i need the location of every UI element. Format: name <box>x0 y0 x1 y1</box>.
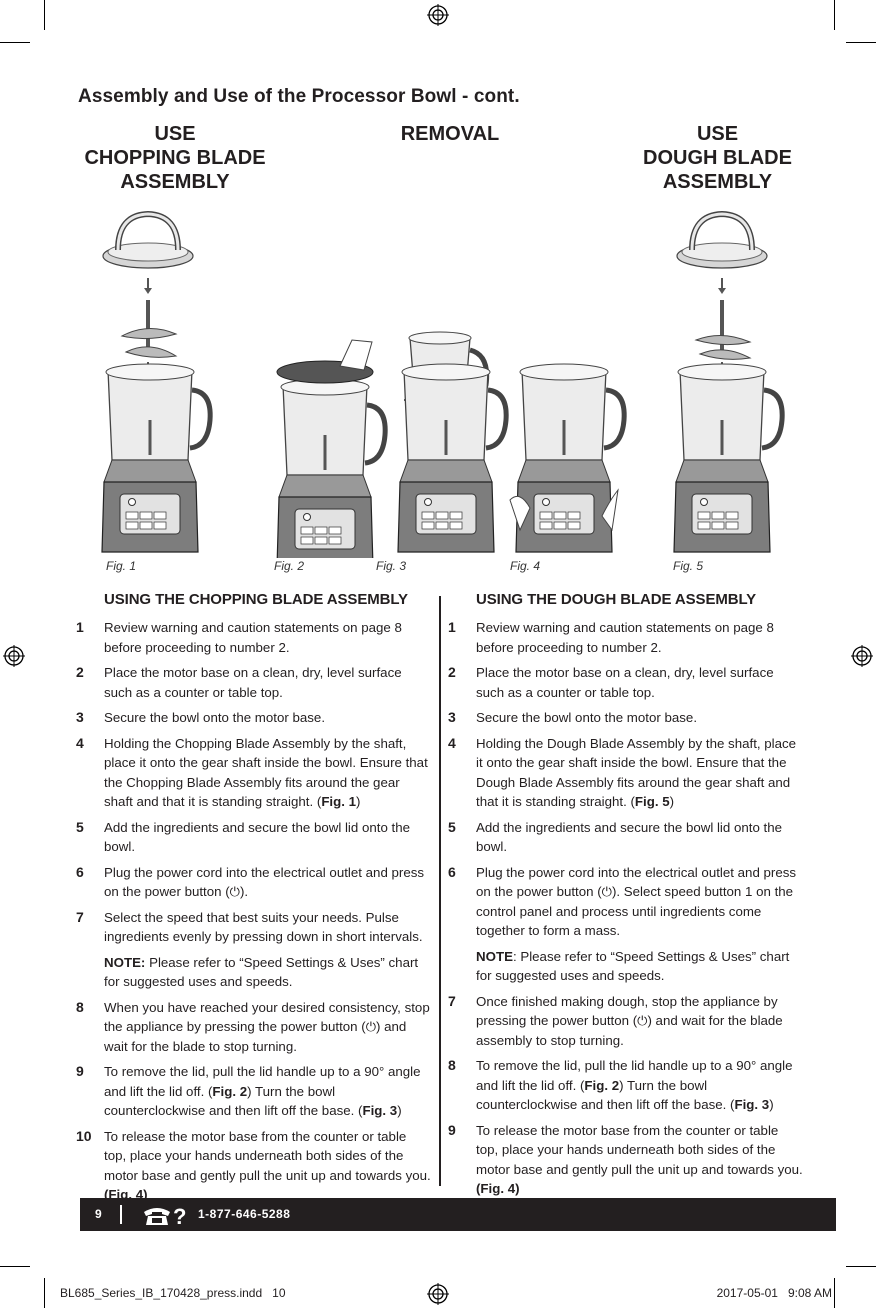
support-phone: 1-877-646-5288 <box>198 1207 291 1221</box>
header-removal: REMOVAL <box>400 123 500 145</box>
phone-question-icon: ? <box>144 1204 186 1227</box>
power-icon: ⏻ <box>229 884 240 899</box>
fig-4-label: Fig. 4 <box>510 559 541 573</box>
registration-mark-icon <box>427 1283 449 1305</box>
assembly-illustrations <box>0 190 876 558</box>
fig-1-label: Fig. 1 <box>106 559 137 573</box>
footer-bar: 9 ? 1-877-646-5288 <box>80 1198 836 1231</box>
note: NOTE: Please refer to “Speed Settings & … <box>104 954 419 990</box>
crop-mark <box>834 1278 835 1308</box>
page-number: 9 <box>95 1207 102 1221</box>
registration-mark-icon <box>427 4 449 26</box>
page-title: Assembly and Use of the Processor Bowl -… <box>78 86 520 107</box>
fig-5-label: Fig. 5 <box>673 559 704 573</box>
dough-blade <box>694 300 752 360</box>
registration-mark-icon <box>3 645 25 667</box>
chopping-blade <box>120 300 178 358</box>
crop-mark <box>834 0 835 30</box>
footer-divider <box>120 1205 122 1224</box>
power-icon: ⏻ <box>365 1019 376 1034</box>
power-icon: ⏻ <box>601 884 612 899</box>
slug-file: BL685_Series_IB_170428_press.indd 10 <box>60 1286 286 1300</box>
registration-mark-icon <box>851 645 873 667</box>
note: NOTE: Please refer to “Speed Settings & … <box>476 948 790 984</box>
crop-mark <box>0 1266 30 1267</box>
slug-date: 2017-05-01 9:08 AM <box>716 1286 832 1300</box>
svg-text:?: ? <box>173 1204 186 1227</box>
crop-mark <box>846 42 876 43</box>
crop-mark <box>44 0 45 30</box>
header-use-chopping: USE CHOPPING BLADE ASSEMBLY <box>84 123 266 193</box>
header-use-dough: USE DOUGH BLADE ASSEMBLY <box>643 123 792 193</box>
crop-mark <box>0 42 30 43</box>
crop-mark <box>44 1278 45 1308</box>
power-icon: ⏻ <box>637 1013 648 1028</box>
fig-2-label: Fig. 2 <box>274 559 305 573</box>
dough-heading: USING THE DOUGH BLADE ASSEMBLY <box>476 591 757 608</box>
chopping-heading: USING THE CHOPPING BLADE ASSEMBLY <box>104 591 408 608</box>
crop-mark <box>846 1266 876 1267</box>
column-divider <box>439 596 441 1186</box>
fig-3-label: Fig. 3 <box>376 559 407 573</box>
